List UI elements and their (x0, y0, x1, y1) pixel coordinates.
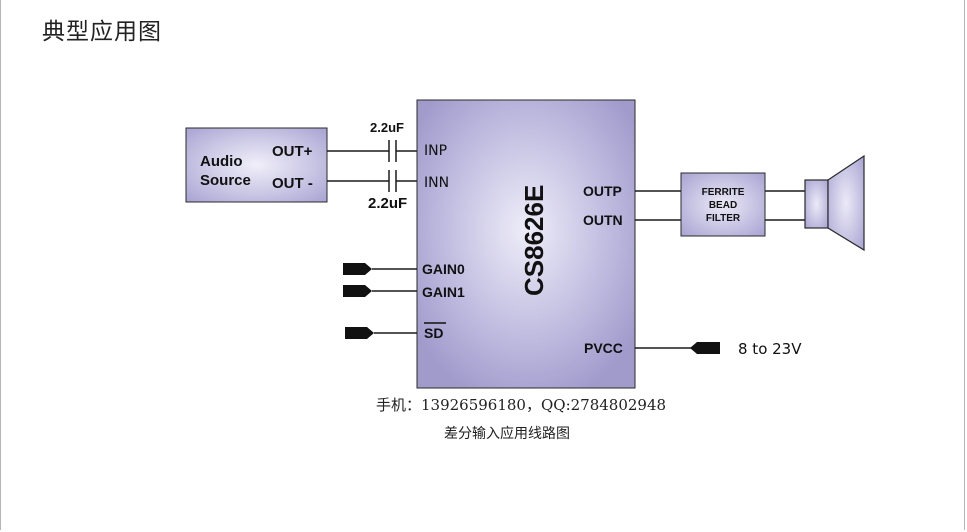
audio-source-label-2: Source (200, 172, 251, 189)
filter-label-2: BEAD (709, 200, 737, 211)
out-minus-label: OUT - (272, 175, 313, 192)
page-title: 典型应用图 (42, 19, 162, 45)
pin-pvcc-label: PVCC (584, 340, 623, 356)
input-wires (327, 140, 417, 192)
chip-name: CS8626E (519, 185, 549, 296)
out-plus-label: OUT+ (272, 143, 313, 160)
supply-label: 8 to 23V (738, 340, 802, 358)
gain1-connector-icon (343, 285, 372, 297)
output-wires (635, 190, 805, 221)
contact-text: 手机：13926596180，QQ:2784802948 (376, 396, 666, 414)
pin-outp-label: OUTP (583, 183, 622, 199)
control-inputs (343, 263, 417, 339)
ferrite-bead-filter (680, 172, 766, 237)
filter-label-3: FILTER (706, 213, 741, 224)
pin-inn-label: INN (424, 175, 449, 191)
supply-connector-icon (690, 342, 720, 354)
pin-outn-label: OUTN (583, 212, 623, 228)
pin-inp-label: INP (424, 143, 447, 159)
speaker-icon (804, 154, 865, 252)
chip-body (416, 99, 636, 389)
capacitor-top-label: 2.2uF (370, 120, 404, 135)
audio-source-label-1: Audio (200, 153, 243, 170)
pin-gain1-label: GAIN1 (422, 284, 465, 300)
diagram-caption: 差分输入应用线路图 (444, 425, 570, 442)
pin-gain0-label: GAIN0 (422, 261, 465, 277)
sd-connector-icon (345, 327, 374, 339)
gain0-connector-icon (343, 263, 372, 275)
filter-label-1: FERRITE (702, 187, 745, 198)
audio-source-block (185, 127, 328, 203)
capacitor-bottom-label: 2.2uF (368, 195, 407, 212)
pin-sd-label: SD (424, 325, 443, 341)
